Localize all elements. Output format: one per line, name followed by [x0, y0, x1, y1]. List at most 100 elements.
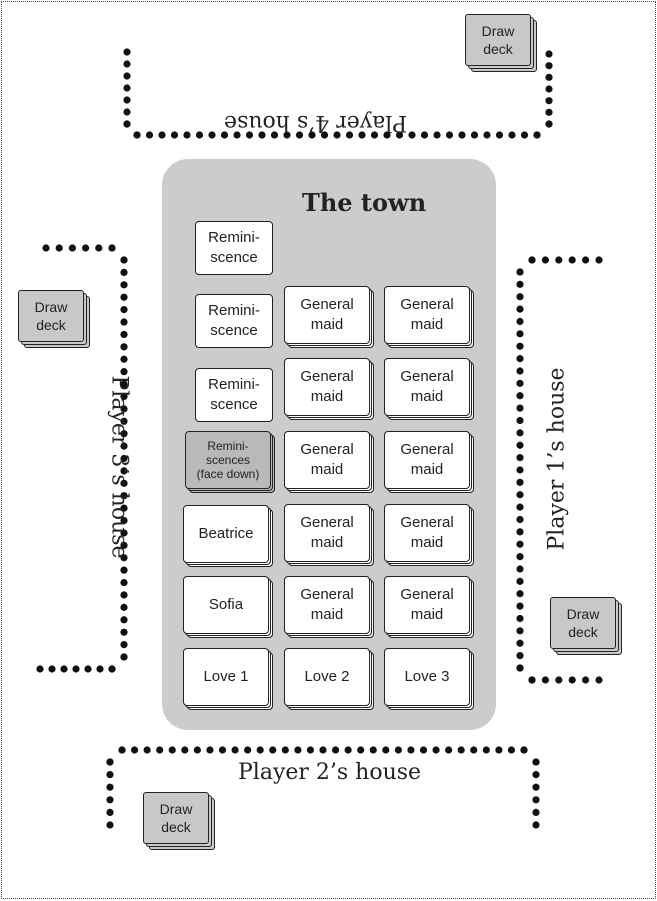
border-dot — [120, 306, 128, 314]
border-dot — [420, 131, 429, 139]
border-dot — [516, 268, 524, 276]
border-dot — [120, 330, 128, 339]
border-dot — [120, 454, 128, 463]
border-dot — [95, 244, 103, 252]
border-dot — [281, 746, 289, 754]
general-maid-stack[interactable]: General maid — [384, 286, 474, 348]
border-dot — [532, 821, 540, 829]
border-dot — [333, 131, 341, 139]
player1-draw-deck[interactable]: Draw deck — [550, 597, 622, 655]
border-dot — [244, 746, 252, 754]
border-dot — [382, 746, 390, 754]
general-maid-stack[interactable]: General maid — [284, 504, 374, 566]
border-dot — [545, 97, 553, 105]
sofia-stack[interactable]: Sofia — [183, 576, 273, 638]
border-dot — [545, 120, 553, 128]
general-maid-stack[interactable]: General maid — [284, 358, 374, 420]
border-dot — [193, 746, 201, 754]
border-dot — [344, 746, 352, 754]
player3-draw-deck[interactable]: Draw deck — [18, 290, 90, 348]
border-dot — [516, 639, 524, 647]
border-dot — [582, 676, 590, 684]
border-dot — [130, 746, 139, 754]
border-dot — [48, 665, 56, 673]
border-dot — [143, 746, 151, 754]
border-dot — [42, 244, 50, 252]
border-dot — [516, 342, 524, 350]
border-dot — [120, 293, 128, 301]
player1-house-label: Player 1’s house — [544, 367, 570, 551]
border-dot — [516, 503, 524, 511]
border-dot — [445, 746, 453, 754]
border-dot — [123, 60, 131, 68]
border-dot — [516, 416, 524, 425]
border-dot — [516, 614, 524, 623]
love-1-stack[interactable]: Love 1 — [183, 648, 273, 710]
border-dot — [516, 454, 524, 462]
border-dot — [120, 430, 128, 438]
general-maid-stack[interactable]: General maid — [384, 358, 474, 420]
border-dot — [123, 84, 131, 92]
border-dot — [545, 108, 553, 116]
reminiscence-card[interactable]: Remini- scence — [195, 221, 273, 275]
border-dot — [516, 379, 524, 387]
border-dot — [483, 131, 491, 139]
border-dot — [195, 131, 204, 139]
border-dot — [445, 131, 454, 139]
border-dot — [183, 131, 191, 139]
border-dot — [256, 746, 264, 754]
border-dot — [72, 665, 80, 673]
border-dot — [568, 676, 576, 684]
border-dot — [208, 131, 216, 139]
border-dot — [516, 652, 524, 660]
border-dot — [516, 280, 524, 288]
border-dot — [120, 603, 128, 611]
border-dot — [106, 821, 114, 829]
border-dot — [516, 478, 524, 486]
reminiscence-card[interactable]: Remini- scence — [195, 368, 273, 422]
border-dot — [123, 108, 131, 116]
border-dot — [108, 665, 116, 673]
border-dot — [545, 62, 553, 70]
general-maid-stack[interactable]: General maid — [284, 576, 374, 638]
reminiscence-card[interactable]: Remini- scence — [195, 294, 273, 348]
border-dot — [545, 50, 553, 58]
general-maid-stack[interactable]: General maid — [284, 286, 374, 348]
border-dot — [369, 746, 377, 754]
border-dot — [120, 467, 128, 475]
general-maid-stack[interactable]: General maid — [384, 431, 474, 493]
border-dot — [516, 305, 524, 313]
reminiscences-face-down-stack[interactable]: Remini- scences (face down) — [185, 431, 275, 493]
border-dot — [120, 640, 128, 649]
player4-house-border — [123, 48, 553, 139]
border-dot — [516, 664, 524, 672]
border-dot — [120, 281, 128, 289]
border-dot — [516, 491, 524, 499]
border-dot — [516, 367, 524, 375]
border-dot — [245, 131, 254, 139]
border-dot — [516, 404, 524, 412]
general-maid-stack[interactable]: General maid — [384, 576, 474, 638]
player4-house-label: Player 4’s house — [224, 110, 408, 135]
border-dot — [358, 131, 366, 139]
general-maid-stack[interactable]: General maid — [384, 504, 474, 566]
border-dot — [60, 665, 68, 673]
player4-draw-deck[interactable]: Draw deck — [465, 14, 537, 72]
beatrice-stack[interactable]: Beatrice — [183, 505, 273, 567]
love-2-stack[interactable]: Love 2 — [284, 648, 374, 710]
border-dot — [516, 553, 524, 561]
border-dot — [170, 131, 179, 139]
general-maid-stack[interactable]: General maid — [284, 431, 374, 493]
border-dot — [218, 746, 227, 754]
border-dot — [120, 653, 128, 661]
border-dot — [331, 746, 340, 754]
border-dot — [516, 293, 524, 301]
border-dot — [433, 131, 441, 139]
player2-draw-deck[interactable]: Draw deck — [143, 792, 215, 850]
border-dot — [158, 131, 166, 139]
love-3-stack[interactable]: Love 3 — [384, 648, 474, 710]
border-dot — [516, 317, 524, 326]
border-dot — [528, 256, 536, 264]
border-dot — [308, 131, 316, 139]
